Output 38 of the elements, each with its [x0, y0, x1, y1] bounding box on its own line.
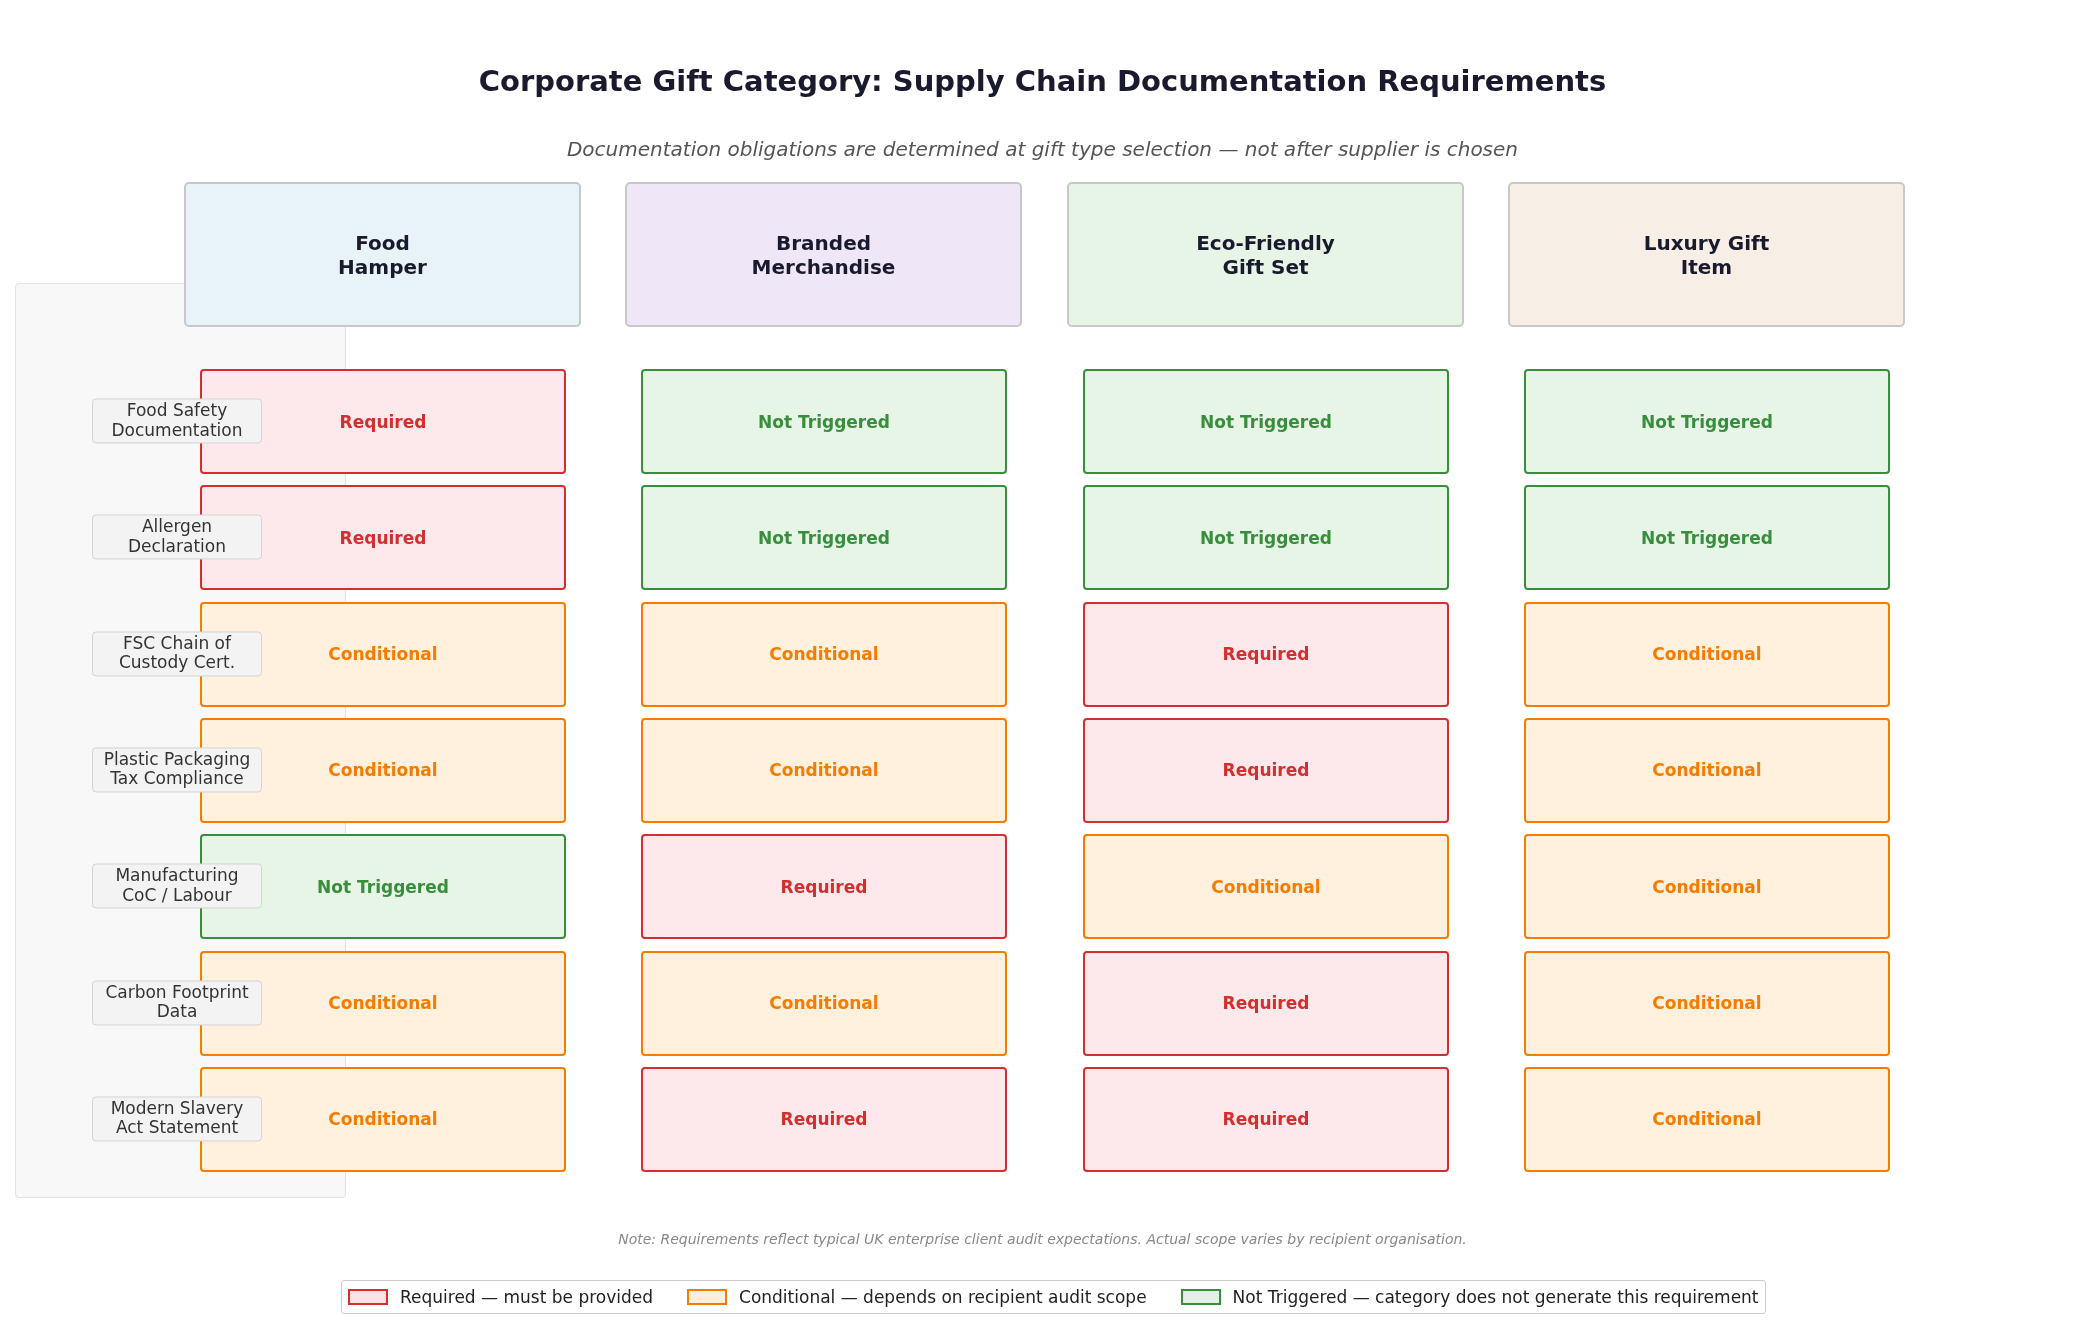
row-label: FSC Chain of Custody Cert. — [92, 631, 262, 677]
status-cell: Required — [1083, 717, 1449, 823]
status-cell: Conditional — [1524, 834, 1890, 940]
status-cell: Not Triggered — [1083, 485, 1449, 591]
status-cell: Required — [1083, 601, 1449, 707]
status-cell: Conditional — [1524, 1066, 1890, 1172]
subtitle: Documentation obligations are determined at gift type selection — not after supplier is chosen — [565, 137, 1520, 161]
column-header: Branded Merchandise — [625, 182, 1022, 327]
status-cell: Conditional — [1524, 950, 1890, 1056]
status-cell: Conditional — [1524, 717, 1890, 823]
status-cell: Not Triggered — [1083, 369, 1449, 474]
status-cell: Conditional — [641, 601, 1007, 707]
title: Corporate Gift Category: Supply Chain Documentation Requirements — [477, 64, 1608, 98]
status-cell: Required — [1083, 1066, 1449, 1172]
status-cell: Not Triggered — [641, 369, 1007, 474]
legend-text: Conditional — depends on recipient audit scope — [739, 1287, 1147, 1307]
status-cell: Required — [1083, 950, 1449, 1056]
status-cell: Conditional — [641, 717, 1007, 823]
note: Note: Requirements reflect typical UK enterprise client audit expectations. Actual scope varies by recipient organisation. — [617, 1231, 1468, 1247]
row-label: Food Safety Documentation — [92, 398, 262, 444]
row-label: Carbon Footprint Data — [92, 979, 262, 1026]
status-cell: Conditional — [1524, 601, 1890, 707]
row-label: Allergen Declaration — [92, 514, 262, 560]
column-header: Eco-Friendly Gift Set — [1067, 182, 1464, 327]
status-cell: Not Triggered — [641, 485, 1007, 591]
row-label: Modern Slavery Act Statement — [92, 1096, 262, 1142]
status-cell: Required — [641, 1066, 1007, 1172]
column-header: Food Hamper — [184, 182, 581, 327]
status-cell: Required — [641, 834, 1007, 940]
status-cell: Conditional — [641, 950, 1007, 1056]
row-label: Plastic Packaging Tax Compliance — [92, 747, 262, 793]
status-cell: Not Triggered — [1524, 485, 1890, 591]
column-header: Luxury Gift Item — [1508, 182, 1905, 327]
legend-text: Required — must be provided — [400, 1287, 654, 1307]
status-cell: Conditional — [1083, 834, 1449, 940]
row-label: Manufacturing CoC / Labour — [92, 863, 262, 909]
legend-text: Not Triggered — category does not generate this requirement — [1232, 1287, 1759, 1307]
status-cell: Not Triggered — [1524, 369, 1890, 474]
